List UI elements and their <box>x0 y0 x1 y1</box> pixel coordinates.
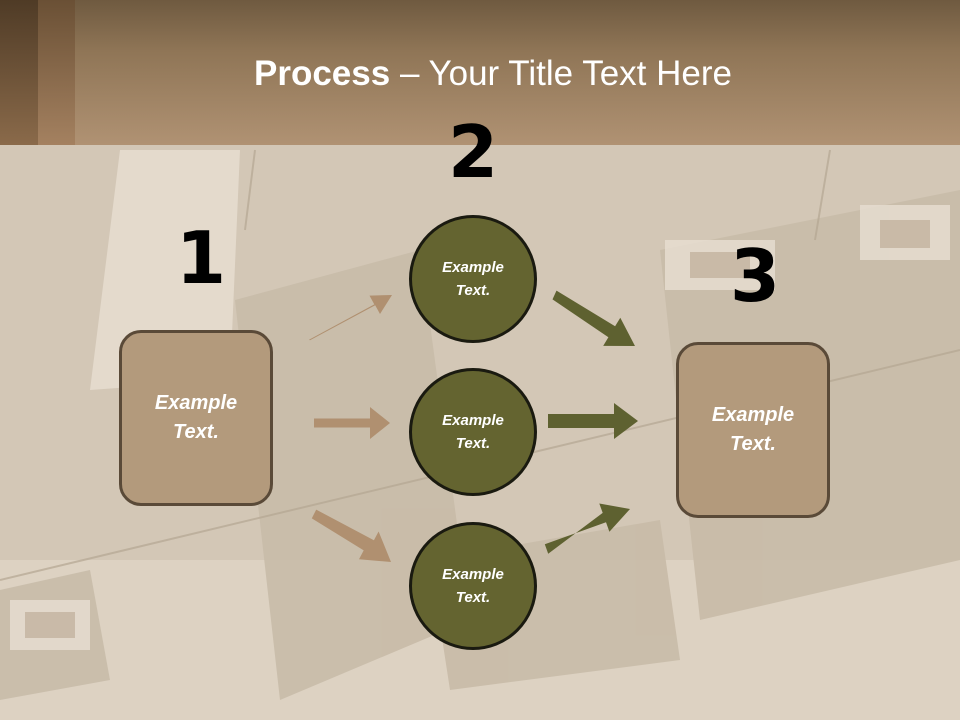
slide-title: Process – Your Title Text Here <box>0 54 960 94</box>
step-2-node-middle[interactable]: Example Text. <box>409 368 537 496</box>
arrow-left-top <box>309 295 392 341</box>
step-number-2: 2 <box>448 110 499 194</box>
step-2-node-bottom-text: Example Text. <box>442 566 504 606</box>
step-1-text: Example Text. <box>154 392 238 443</box>
step-2-node-bottom[interactable]: Example Text. <box>409 522 537 650</box>
arrow-right-middle <box>548 403 638 439</box>
title-bar-accent <box>0 0 38 145</box>
step-2-node-top[interactable]: Example Text. <box>409 215 537 343</box>
step-3-box[interactable]: Example Text. <box>676 342 830 518</box>
title-bar-accent-secondary <box>38 0 75 145</box>
step-2-node-middle-text: Example Text. <box>442 412 504 452</box>
step-2-node-top-text: Example Text. <box>442 259 504 299</box>
step-3-text: Example Text. <box>711 404 795 455</box>
title-rest: – Your Title Text Here <box>399 54 732 93</box>
title-bold: Process <box>253 54 391 93</box>
arrow-right-top <box>552 290 635 346</box>
title-bar <box>0 0 960 145</box>
step-number-1: 1 <box>176 216 227 300</box>
step-1-box[interactable]: Example Text. <box>119 330 273 506</box>
arrow-left-bottom <box>311 509 391 562</box>
arrow-right-bottom <box>544 503 630 554</box>
arrow-left-middle <box>314 407 390 439</box>
step-number-3: 3 <box>730 234 781 318</box>
